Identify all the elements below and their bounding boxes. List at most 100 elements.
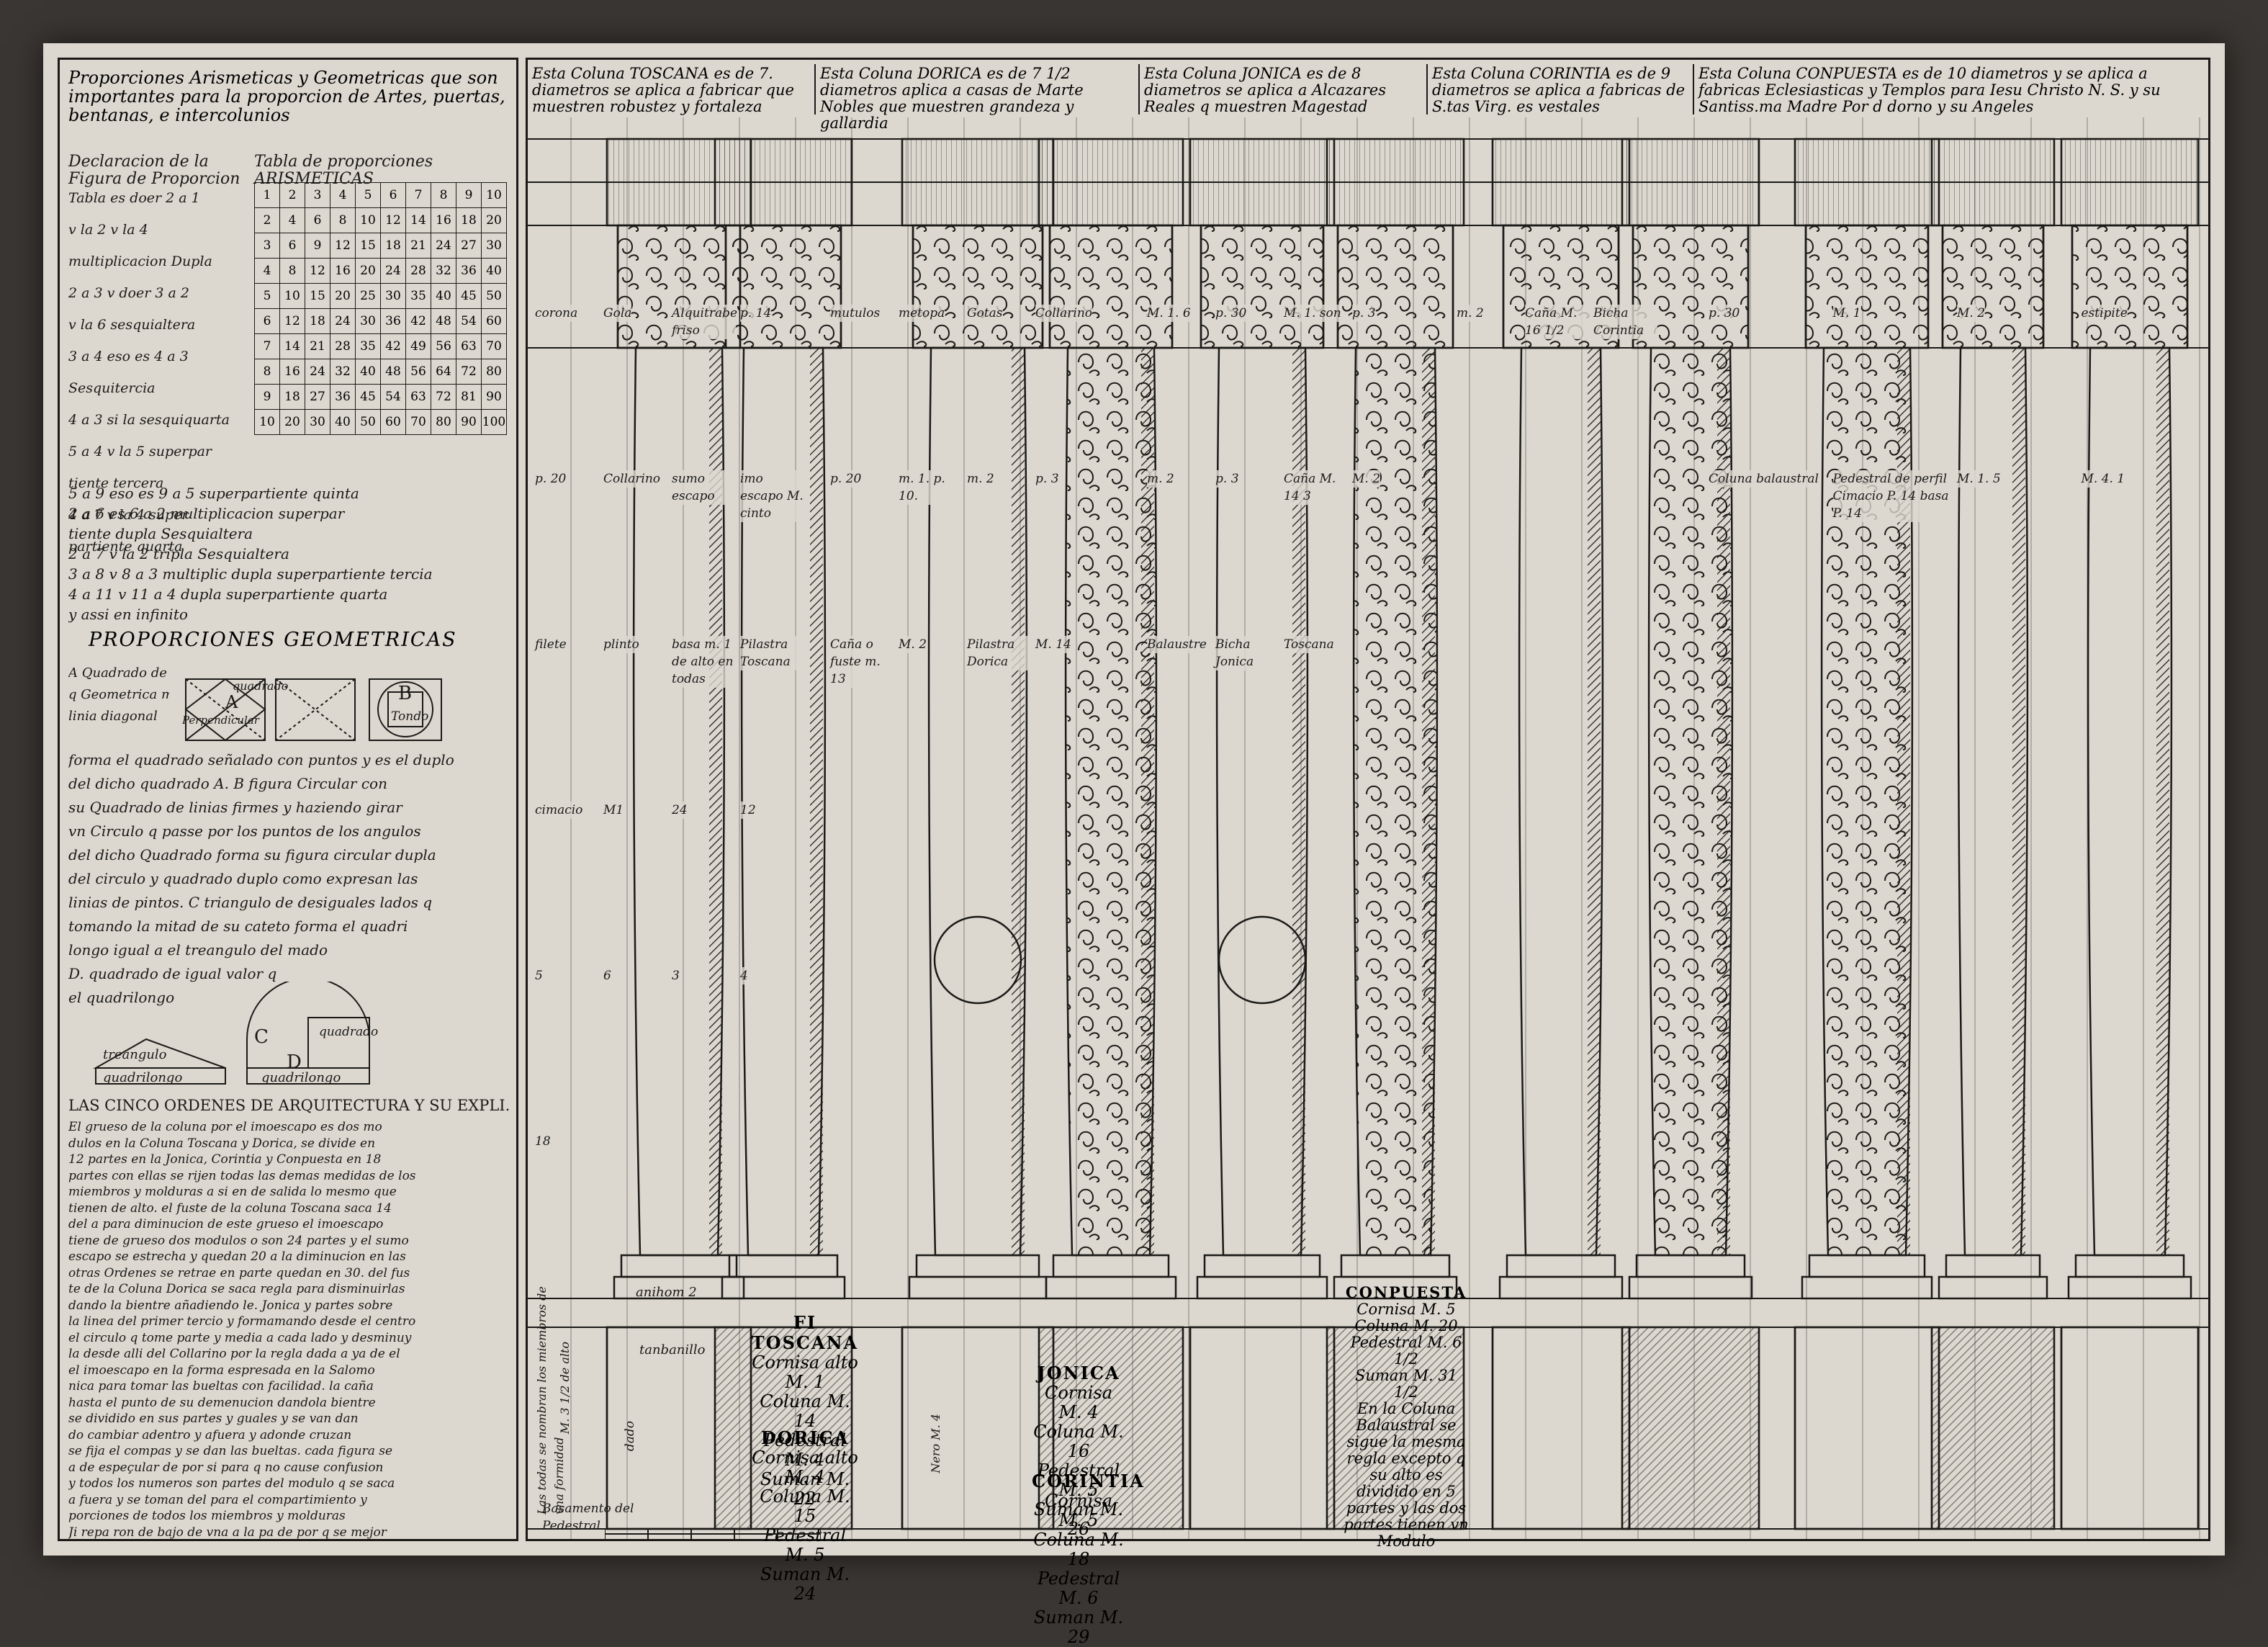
table-cell: 64 (431, 359, 456, 385)
table-cell: 24 (305, 359, 330, 385)
table-cell: 6 (254, 308, 280, 334)
paper-sheet: Proporciones Arismeticas y Geometricas q… (43, 43, 2225, 1647)
pedestal-line: Suman M. 26 (1033, 1499, 1124, 1539)
panel-title: Proporciones Arismeticas y Geometricas q… (68, 68, 505, 125)
pedestal-line: Suman M. 22 (760, 1469, 850, 1509)
text-line: tomando la mitad de su cateto forma el q… (68, 917, 408, 935)
table-cell: 63 (456, 333, 482, 359)
table-cell: 9 (254, 384, 280, 410)
column-label: M. 2 (1957, 305, 1986, 322)
text-line: a de espeçular de por si para q no cause… (68, 1460, 384, 1475)
table-cell: 32 (431, 258, 456, 284)
text-line: escapo se estrecha y quedan 20 a la dimi… (68, 1249, 406, 1264)
text-line: tiente dupla Sesquialtera (68, 525, 253, 542)
construction-circle (1218, 915, 1307, 1005)
column-base (728, 1254, 839, 1278)
column-label: p. 14 (740, 305, 772, 322)
text-line: el quadrilongo (68, 989, 175, 1006)
table-cell: 63 (405, 384, 431, 410)
text-line: dulos en la Coluna Toscana y Dorica, se … (68, 1136, 376, 1151)
shaft-shadow (1588, 348, 1601, 1255)
table-cell: 60 (380, 409, 406, 435)
table-cell: 56 (431, 333, 456, 359)
text-line: linia diagonal (68, 709, 158, 724)
entablature (714, 138, 853, 227)
pedestal-line: CONPUESTA (1345, 1283, 1467, 1301)
table-cell: 45 (355, 384, 381, 410)
table-cell: 54 (380, 384, 406, 410)
text-line: tiene de grueso dos modulos o son 24 par… (68, 1233, 409, 1248)
pedestal-outline (901, 1326, 1055, 1530)
pedestal-line: Pedestral M. 4 (763, 1430, 847, 1470)
pedestal-line: Pedestral M. 5 (1037, 1460, 1120, 1500)
pedestal-line: JONICA (1037, 1363, 1120, 1383)
text-line: longo igual a el treangulo del mado (68, 941, 328, 959)
table-cell: 1 (254, 182, 280, 208)
column-label: 18 (535, 1133, 551, 1150)
shaft-shadow (1422, 348, 1435, 1255)
column-label: Caña M. 14 3 (1284, 470, 1348, 505)
table-cell: 60 (481, 308, 507, 334)
column-label: M. 2 (1352, 470, 1381, 488)
pedestal-outline (1491, 1326, 1631, 1530)
figure-label-quadrado: quadrado (233, 679, 289, 693)
column-base (1808, 1254, 1926, 1278)
column-label: Pilastra Dorica (967, 636, 1031, 670)
text-line: a fuera y se toman del para el compartim… (68, 1492, 367, 1507)
header-corintia: Esta Coluna CORINTIA es de 9 diametros s… (1428, 64, 1694, 115)
table-cell: 80 (431, 409, 456, 435)
column-label: Caña M. 16 1/2 (1525, 305, 1589, 339)
column-plinth (1498, 1275, 1624, 1300)
column-plinth (1045, 1275, 1177, 1300)
table-cell: 9 (456, 182, 482, 208)
column-label: Toscana (1284, 636, 1334, 653)
shaft-shadow (709, 348, 722, 1255)
column-label: m. 1. p. 10. (899, 470, 963, 505)
pedestal-line: Coluna M. 14 (760, 1391, 850, 1431)
text-line: se fija el compas y se dan las bueltas. … (68, 1444, 393, 1458)
entablature (901, 138, 1055, 227)
entablature (2060, 138, 2200, 227)
capital-frieze (1048, 224, 1174, 349)
text-line: v la 6 sesquialtera (68, 317, 196, 333)
column-label: 12 (740, 802, 756, 819)
pedestal-line: FI (793, 1312, 817, 1333)
header-dorica: Esta Coluna DORICA es de 7 1/2 diametros… (816, 64, 1140, 132)
table-cell: 56 (405, 359, 431, 385)
text-line: y todos los numeros son partes del modul… (68, 1476, 395, 1491)
column-label: M. 1. 5 (1957, 470, 2001, 488)
text-line: su Quadrado de linias firmes y haziendo … (68, 799, 402, 816)
text-line: A Quadrado de linias firmes (68, 665, 169, 681)
entablature (1326, 138, 1465, 227)
table-cell: 81 (456, 384, 482, 410)
text-line: 2 a 7 v la 2 tripla Sesquialtera (68, 545, 289, 562)
table-cell: 18 (279, 384, 305, 410)
table-cell: 5 (254, 283, 280, 309)
column-plinth (1196, 1275, 1328, 1300)
table-cell: 30 (305, 409, 330, 435)
label-nombran: Las todas se nombran los miembros de vna… (535, 1286, 566, 1514)
column-label: plinto (603, 636, 639, 653)
table-cell: 25 (355, 283, 381, 309)
table-cell: 15 (355, 233, 381, 259)
pedestal-line: DORICA (760, 1427, 850, 1448)
column-label: estipite (2081, 305, 2128, 322)
pedestal-line: Suman M. 31 1/2 (1354, 1367, 1458, 1401)
column-label: p. 3 (1035, 470, 1059, 488)
entablature (1189, 138, 1336, 227)
figure-label-a: A (225, 692, 238, 712)
table-cell: 7 (405, 182, 431, 208)
text-line: nica para tomar las bueltas con facilida… (68, 1379, 374, 1394)
table-cell: 20 (481, 207, 507, 233)
text-line: te de la Coluna Dorica se saca regla par… (68, 1282, 405, 1296)
geometric-title: PROPORCIONES GEOMETRICAS (89, 629, 457, 651)
pedestal-line: CORINTIA (1032, 1471, 1145, 1491)
column-label: Collarino (603, 470, 660, 488)
table-cell: 18 (380, 233, 406, 259)
capital-frieze (1941, 224, 2045, 349)
